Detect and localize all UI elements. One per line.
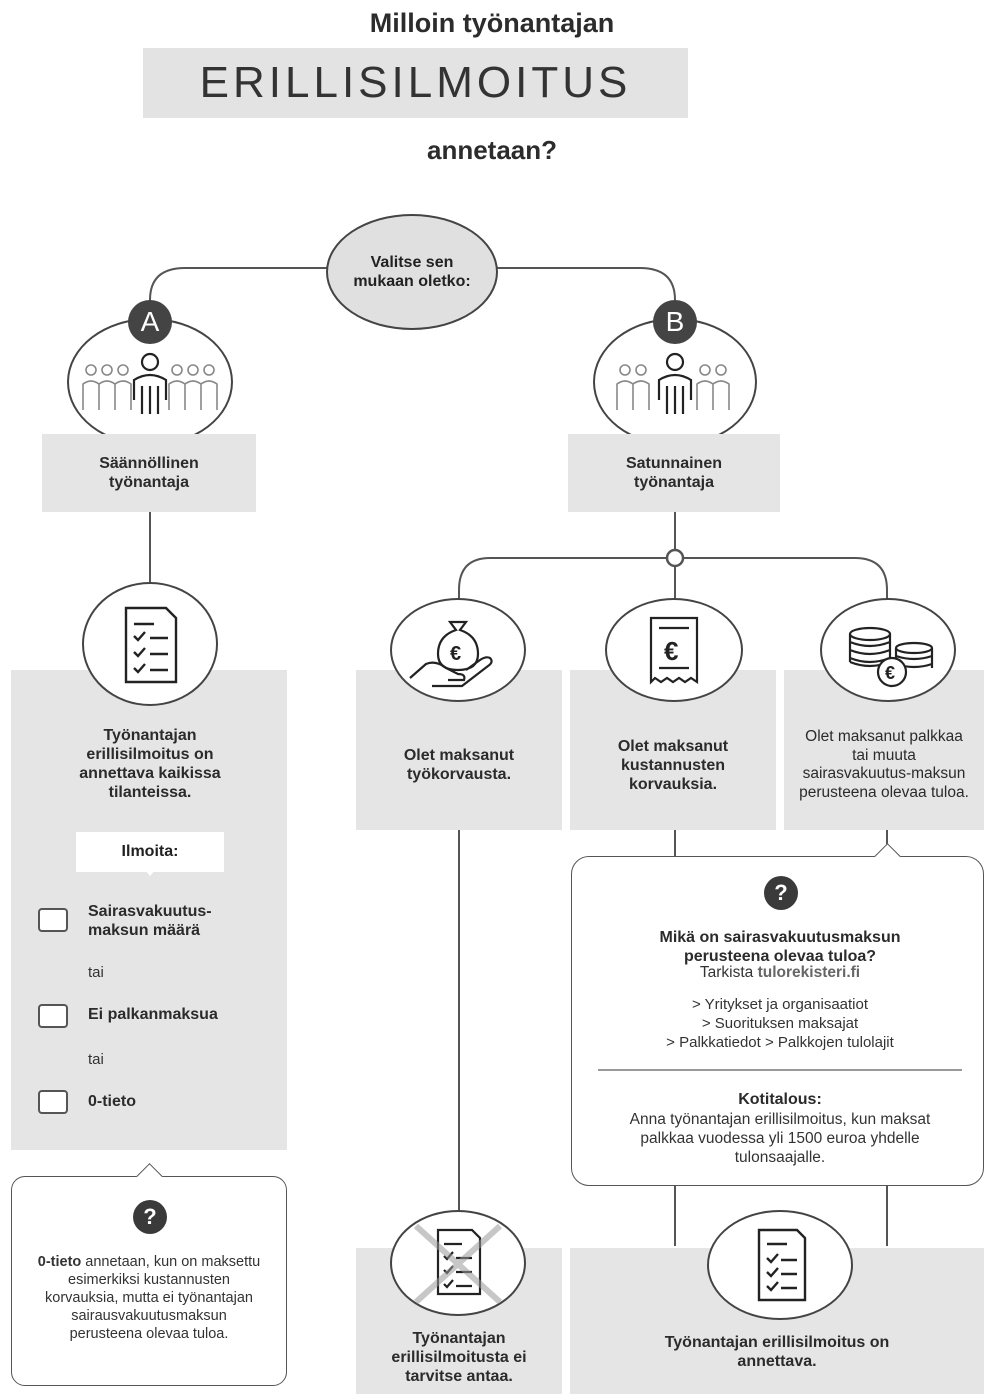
checklist-document-icon: [82, 582, 218, 706]
info-check-prefix: Tarkista: [699, 964, 758, 981]
title-banner: ERILLISILMOITUS: [143, 48, 688, 118]
label-regular-employer: Säännöllinen työnantaja: [42, 434, 256, 512]
result-not-required-text: Työnantajan erillisilmoitusta ei tarvits…: [391, 1329, 527, 1385]
zero-info-note-body: annetaan, kun on maksettu esimerkiksi ku…: [45, 1254, 261, 1342]
svg-text:€: €: [664, 636, 678, 666]
choose-bubble: Valitse sen mukaan oletko:: [326, 214, 498, 330]
title-line-1: Milloin työnantajan: [369, 8, 615, 38]
option-zero-info: 0-tieto: [88, 1093, 136, 1110]
info-path-2: > Suorituksen maksajat: [701, 1015, 859, 1032]
checkbox-health-insurance[interactable]: [38, 908, 68, 932]
info-path-1: > Yritykset ja organisaatiot: [691, 996, 869, 1013]
case-expense-compensation: Olet maksanut kustannusten korvauksia.: [570, 670, 776, 830]
crossed-document-icon: [390, 1210, 526, 1316]
checkbox-no-pay[interactable]: [38, 1004, 68, 1028]
info-check: Tarkista tulorekisteri.fi: [600, 964, 960, 982]
coins-euro-icon: €: [820, 598, 956, 702]
badge-b: B: [653, 300, 697, 344]
choose-text: Valitse sen mukaan oletko:: [353, 254, 471, 290]
label-occasional-employer: Satunnainen työnantaja: [568, 434, 780, 512]
money-bag-hand-icon: €: [390, 598, 526, 702]
tulorekisteri-link[interactable]: tulorekisteri.fi: [757, 964, 861, 981]
household-text: Anna työnantajan erillisilmoitus, kun ma…: [629, 1111, 931, 1166]
euro-receipt-icon: €: [605, 598, 743, 702]
or-text-1: tai: [88, 964, 104, 981]
or-text-2: tai: [88, 1051, 104, 1068]
info-divider: [598, 1069, 962, 1071]
info-question: Mikä on sairasvakuutusmaksun perusteena …: [659, 929, 901, 965]
info-path-3: > Palkkatiedot > Palkkojen tulolajit: [666, 1034, 894, 1051]
zero-info-note-bold: 0-tieto: [37, 1254, 82, 1270]
svg-text:€: €: [450, 643, 461, 665]
case-work-compensation-text: Olet maksanut työkorvausta.: [403, 747, 515, 783]
label-occasional-employer-text: Satunnainen työnantaja: [625, 455, 722, 491]
option-health-insurance: Sairasvakuutus-maksun määrä: [88, 903, 212, 939]
label-regular-employer-text: Säännöllinen työnantaja: [99, 455, 199, 491]
checklist-document-icon-b: [707, 1210, 853, 1320]
ilmoita-tail: [140, 864, 160, 876]
result-required-text: Työnantajan erillisilmoitus on annettava…: [664, 1334, 890, 1370]
regular-statement: Työnantajan erillisilmoitus on annettava…: [79, 727, 221, 801]
question-icon: ?: [133, 1200, 167, 1234]
question-icon-b: ?: [764, 876, 798, 910]
svg-text:€: €: [885, 663, 895, 683]
option-no-pay: Ei palkanmaksua: [88, 1006, 218, 1023]
badge-a: A: [128, 300, 172, 344]
case-salary-text: Olet maksanut palkkaa tai muuta sairasva…: [799, 728, 969, 801]
title-line-3: annetaan?: [426, 135, 558, 165]
household-title: Kotitalous:: [738, 1091, 822, 1108]
case-expense-compensation-text: Olet maksanut kustannusten korvauksia.: [617, 737, 729, 793]
zero-info-note-text: 0-tieto annetaan, kun on maksettu esimer…: [34, 1253, 264, 1343]
checkbox-zero-info[interactable]: [38, 1090, 68, 1114]
